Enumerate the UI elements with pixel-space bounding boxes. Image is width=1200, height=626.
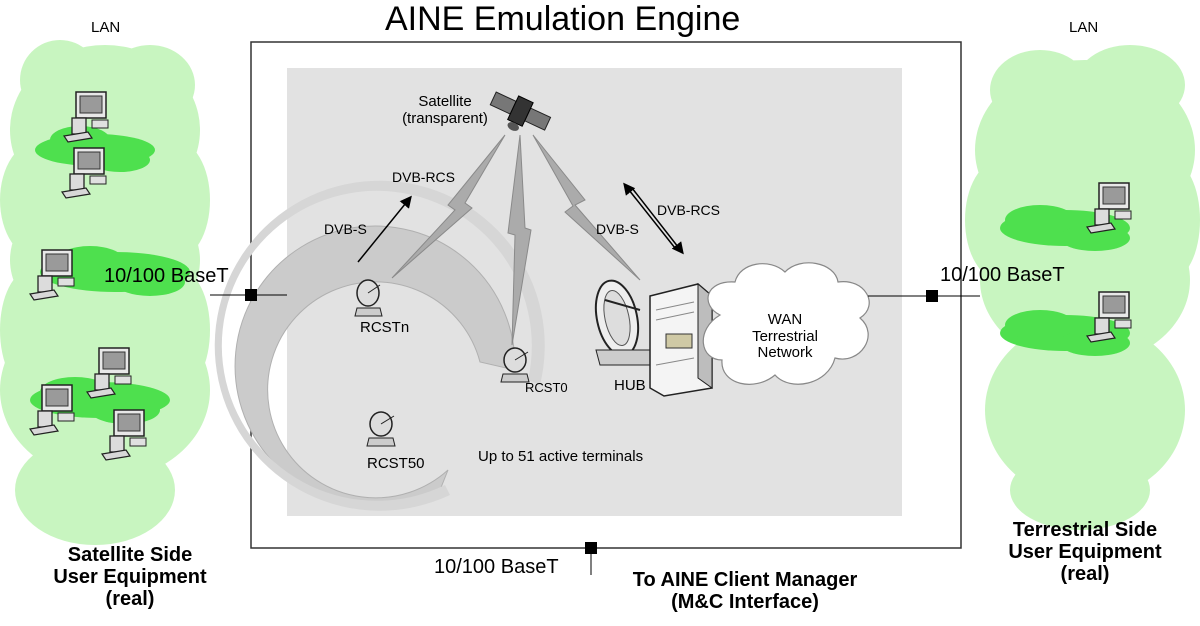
wan-label: WAN Terrestrial Network [752, 311, 818, 361]
terrestrial-side-lan-cloud [965, 45, 1200, 530]
left-lan-label: LAN [91, 19, 121, 36]
left-dvb-rcs-label: DVB-RCS [392, 169, 456, 185]
right-lan-label: LAN [1069, 19, 1099, 36]
right-port-label: 10/100 BaseT [940, 264, 1065, 286]
hub-label: HUB [614, 377, 646, 394]
right-dvb-s-label: DVB-S [596, 221, 639, 237]
right-dvb-rcs-label: DVB-RCS [657, 202, 721, 218]
rcst50-label: RCST50 [367, 455, 425, 472]
satellite-label: Satellite (transparent) [402, 93, 488, 127]
terrestrial-side-caption: Terrestrial Side User Equipment (real) [1008, 519, 1162, 585]
terminals-note: Up to 51 active terminals [478, 448, 644, 465]
diagram-title: AINE Emulation Engine [385, 0, 741, 38]
dish-icon [354, 279, 383, 317]
bottom-port-label: 10/100 BaseT [434, 556, 559, 578]
lightning-link-icon [391, 134, 641, 346]
left-port-label: 10/100 BaseT [104, 265, 229, 287]
satellite-side-caption: Satellite Side User Equipment (real) [53, 544, 207, 610]
link-direction-arrows [357, 182, 684, 263]
dish-icon [500, 347, 530, 383]
port-connector-icon [585, 542, 597, 554]
dish-icon [366, 411, 396, 447]
client-manager-caption: To AINE Client Manager (M&C Interface) [632, 569, 858, 613]
left-dvb-s-label: DVB-S [324, 221, 367, 237]
port-connector-icon [245, 289, 257, 301]
rcstn-label: RCSTn [360, 319, 410, 336]
hub-dish-icon [594, 279, 656, 366]
satellite-icon [489, 91, 552, 131]
wan-cloud-icon [702, 262, 870, 385]
rcst0-label: RCST0 [525, 380, 568, 395]
port-connector-icon [926, 290, 938, 302]
